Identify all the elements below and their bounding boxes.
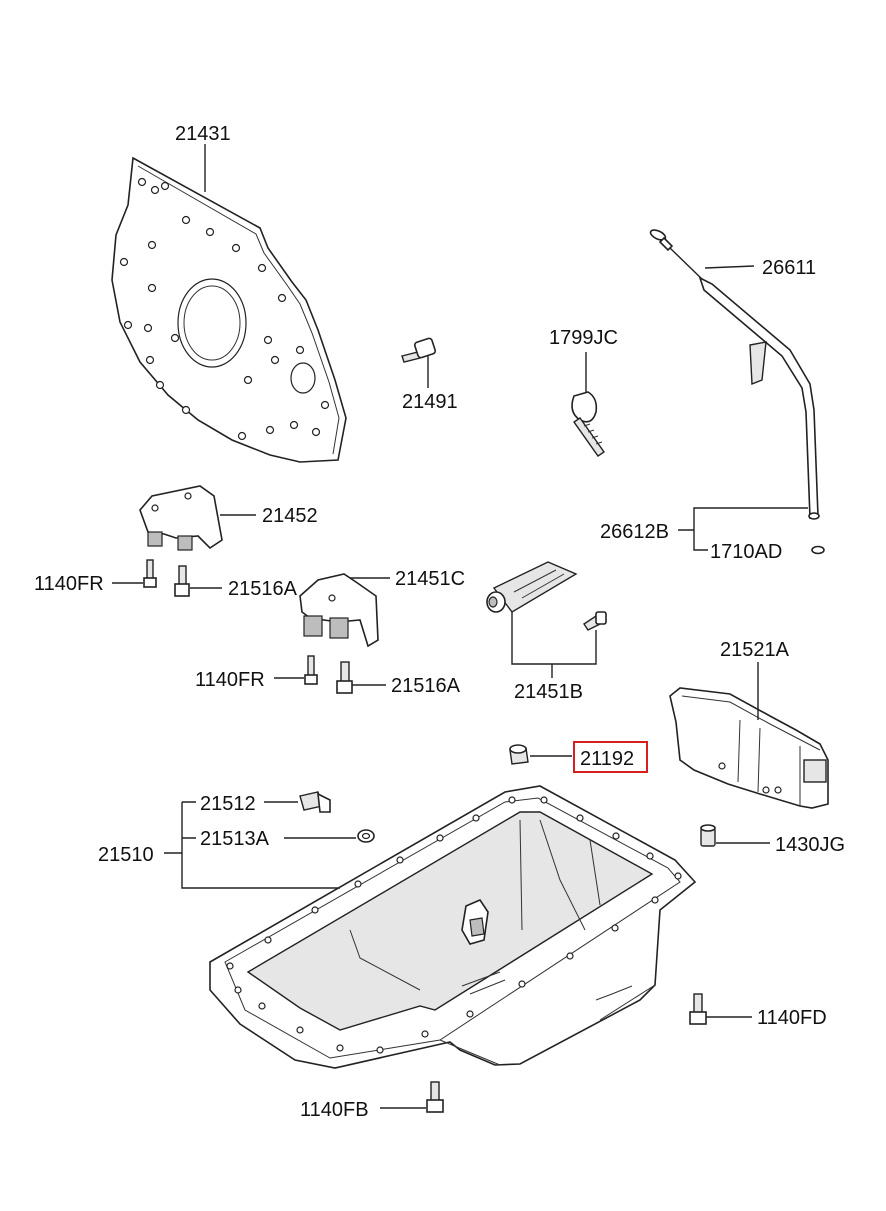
label-1140fr-upper: 1140FR	[34, 573, 104, 595]
label-21510: 21510	[98, 844, 154, 866]
dipstick-tube-26612b	[698, 276, 820, 520]
label-21192[interactable]: 21192	[580, 748, 634, 770]
bracket-21451c	[299, 573, 379, 648]
oil-pan-21510	[209, 785, 697, 1069]
leader-26612b	[678, 507, 808, 551]
o-ring-1710ad	[811, 545, 825, 555]
leader-21510-bracket	[164, 801, 340, 889]
clip-1799jc	[571, 391, 605, 457]
leader-26611	[704, 265, 755, 269]
label-21452: 21452	[262, 505, 318, 527]
bracket-21452	[139, 485, 223, 551]
label-21431: 21431	[175, 123, 231, 145]
bolt-21516a-lower	[336, 661, 353, 694]
label-21491: 21491	[402, 391, 458, 413]
label-26612b: 26612B	[600, 521, 669, 543]
gasket-plate-21431	[111, 156, 347, 463]
label-21516a-upper: 21516A	[228, 578, 298, 600]
highlight-box[interactable]	[573, 741, 648, 773]
washer-hole	[361, 832, 371, 840]
label-26611: 26611	[762, 257, 816, 279]
label-1799jc: 1799JC	[549, 327, 618, 349]
label-1140fb: 1140FB	[300, 1099, 369, 1121]
drain-plug-21512	[299, 791, 331, 813]
plug-21192	[509, 744, 529, 765]
label-1140fd: 1140FD	[757, 1007, 827, 1029]
bolt-holes	[119, 177, 330, 441]
bolt-1140fr-upper	[143, 559, 157, 588]
sealant-tube-21451b	[486, 561, 578, 613]
bolt-21516a-upper	[174, 565, 190, 597]
bolt-1140fb	[426, 1081, 444, 1113]
baffle-21521a	[669, 687, 829, 809]
label-21451c: 21451C	[395, 568, 465, 590]
label-21513a: 21513A	[200, 828, 270, 850]
label-1140fr-lower: 1140FR	[195, 669, 265, 691]
label-21512: 21512	[200, 793, 256, 815]
label-1710ad: 1710AD	[710, 541, 782, 563]
bolt-1140fr-lower	[304, 655, 318, 685]
flange-bolt-holes	[226, 796, 682, 1054]
label-21451b: 21451B	[514, 681, 583, 703]
label-21516a-lower: 21516A	[391, 675, 461, 697]
screw-21451b	[583, 611, 607, 631]
bolt-21491	[401, 337, 437, 363]
leader-21451b	[511, 612, 597, 678]
bolt-1140fd	[689, 993, 707, 1025]
label-21521a: 21521A	[720, 639, 790, 661]
label-1430jg: 1430JG	[775, 834, 845, 856]
dowel-1430jg	[700, 824, 716, 847]
